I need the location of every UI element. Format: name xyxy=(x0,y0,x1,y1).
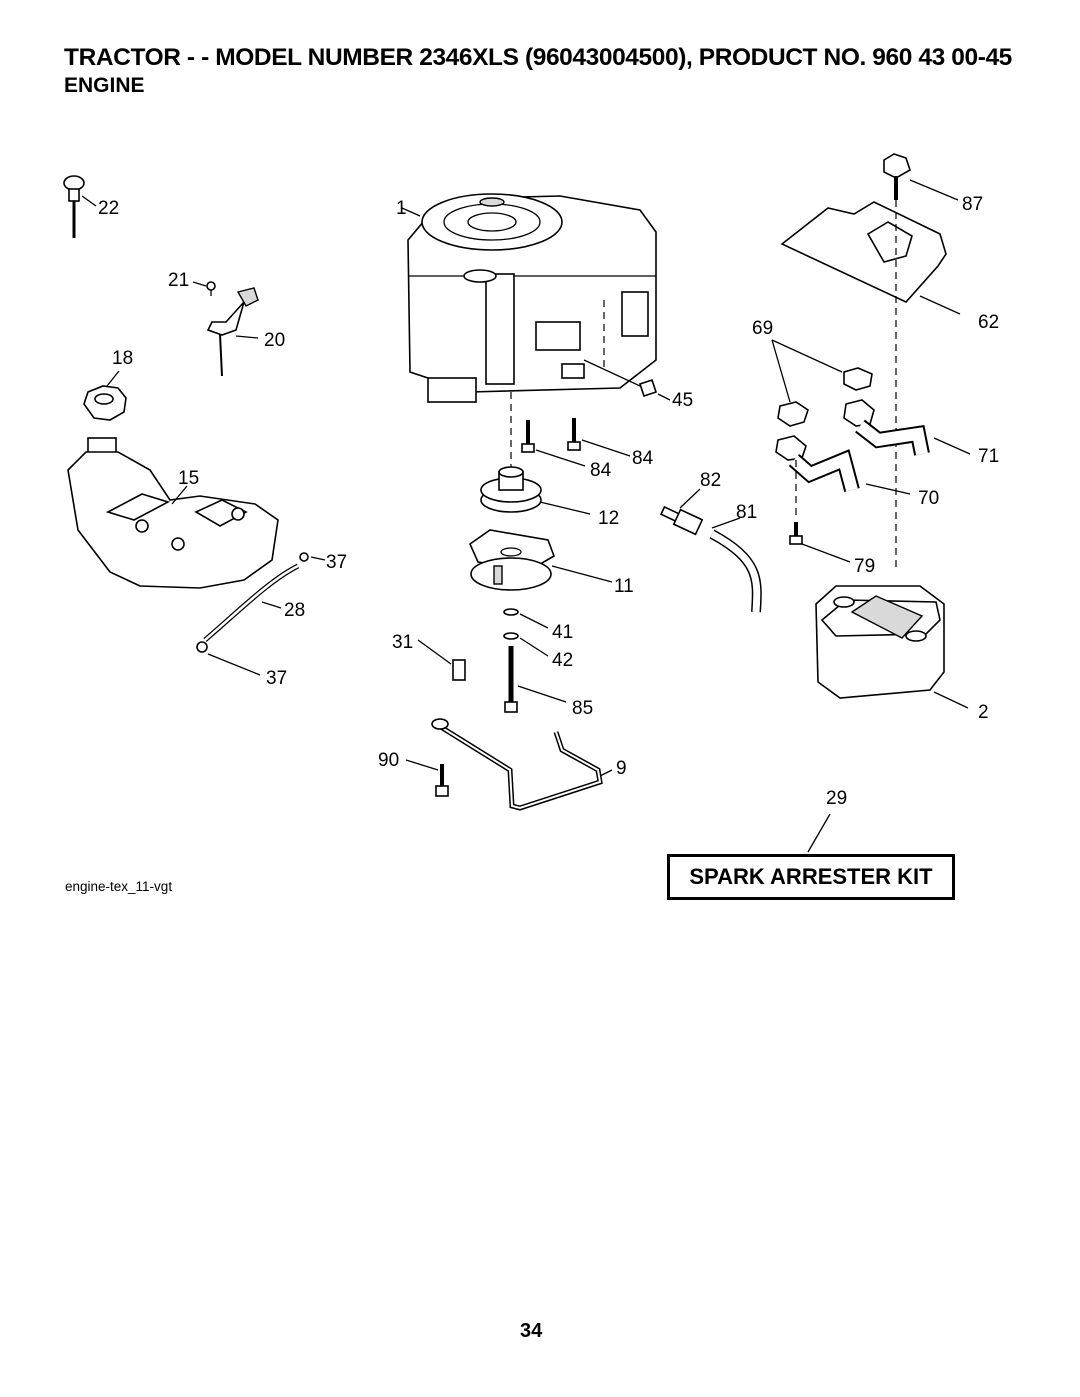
callout-84-b: 84 xyxy=(632,448,654,469)
bolt-part-79 xyxy=(789,522,851,563)
callout-87: 87 xyxy=(962,194,983,215)
exhaust-pipe-part-70 xyxy=(775,435,911,495)
callout-70: 70 xyxy=(918,488,939,509)
callout-81: 81 xyxy=(736,502,757,523)
kit-leader-line xyxy=(807,813,831,853)
callout-69: 69 xyxy=(752,318,773,339)
callout-18: 18 xyxy=(112,348,133,369)
callout-79: 79 xyxy=(854,556,875,577)
callout-62: 62 xyxy=(978,312,999,333)
callout-85: 85 xyxy=(572,698,593,719)
callout-21: 21 xyxy=(168,270,189,291)
callout-41: 41 xyxy=(552,622,573,643)
callout-37-b: 37 xyxy=(266,668,287,689)
throttle-bracket-part xyxy=(192,281,259,377)
page-number: 34 xyxy=(520,1320,543,1342)
callout-45: 45 xyxy=(672,390,693,411)
muffler-part xyxy=(815,585,969,709)
callout-28: 28 xyxy=(284,600,305,621)
exhaust-pipe-part-71 xyxy=(843,399,971,456)
callout-90: 90 xyxy=(378,750,399,771)
bolt-part-90 xyxy=(405,759,449,797)
washer-bolt-parts xyxy=(503,608,567,713)
callout-20: 20 xyxy=(264,330,285,351)
callout-11: 11 xyxy=(614,576,634,597)
callout-15: 15 xyxy=(178,468,199,489)
connector-part-31 xyxy=(417,639,466,681)
callout-2: 2 xyxy=(978,702,989,723)
callout-1: 1 xyxy=(396,198,407,219)
callout-37-a: 37 xyxy=(326,552,347,573)
bolt-part-84 xyxy=(521,418,631,467)
callout-12: 12 xyxy=(598,508,619,529)
gasket-part-69 xyxy=(771,339,873,427)
fuel-cap-part xyxy=(83,370,127,421)
callout-42: 42 xyxy=(552,650,573,671)
diagram-reference: engine-tex_11-vgt xyxy=(65,879,173,894)
spark-arrester-kit-box: SPARK ARRESTER KIT xyxy=(667,854,955,900)
clutch-part xyxy=(469,529,613,591)
fuel-line-part xyxy=(196,552,326,676)
heat-shield-part xyxy=(780,201,961,315)
engine-part xyxy=(401,193,657,403)
callout-9: 9 xyxy=(616,758,627,779)
nut-part-45 xyxy=(583,359,671,401)
fuel-tank-part xyxy=(67,437,279,589)
callout-71: 71 xyxy=(978,446,999,467)
pulley-part xyxy=(480,466,591,515)
section-title: ENGINE xyxy=(64,74,145,97)
rod-part-9 xyxy=(431,718,613,811)
callout-82: 82 xyxy=(700,470,721,491)
dipstick-part xyxy=(63,175,97,238)
knob-part-87 xyxy=(883,153,959,201)
page-title: TRACTOR - - MODEL NUMBER 2346XLS (960430… xyxy=(64,44,1012,71)
fuel-fitting-part xyxy=(659,488,762,613)
callout-84-a: 84 xyxy=(590,460,612,481)
callout-31: 31 xyxy=(392,632,413,653)
callout-22: 22 xyxy=(98,198,119,219)
callout-29: 29 xyxy=(826,788,847,809)
